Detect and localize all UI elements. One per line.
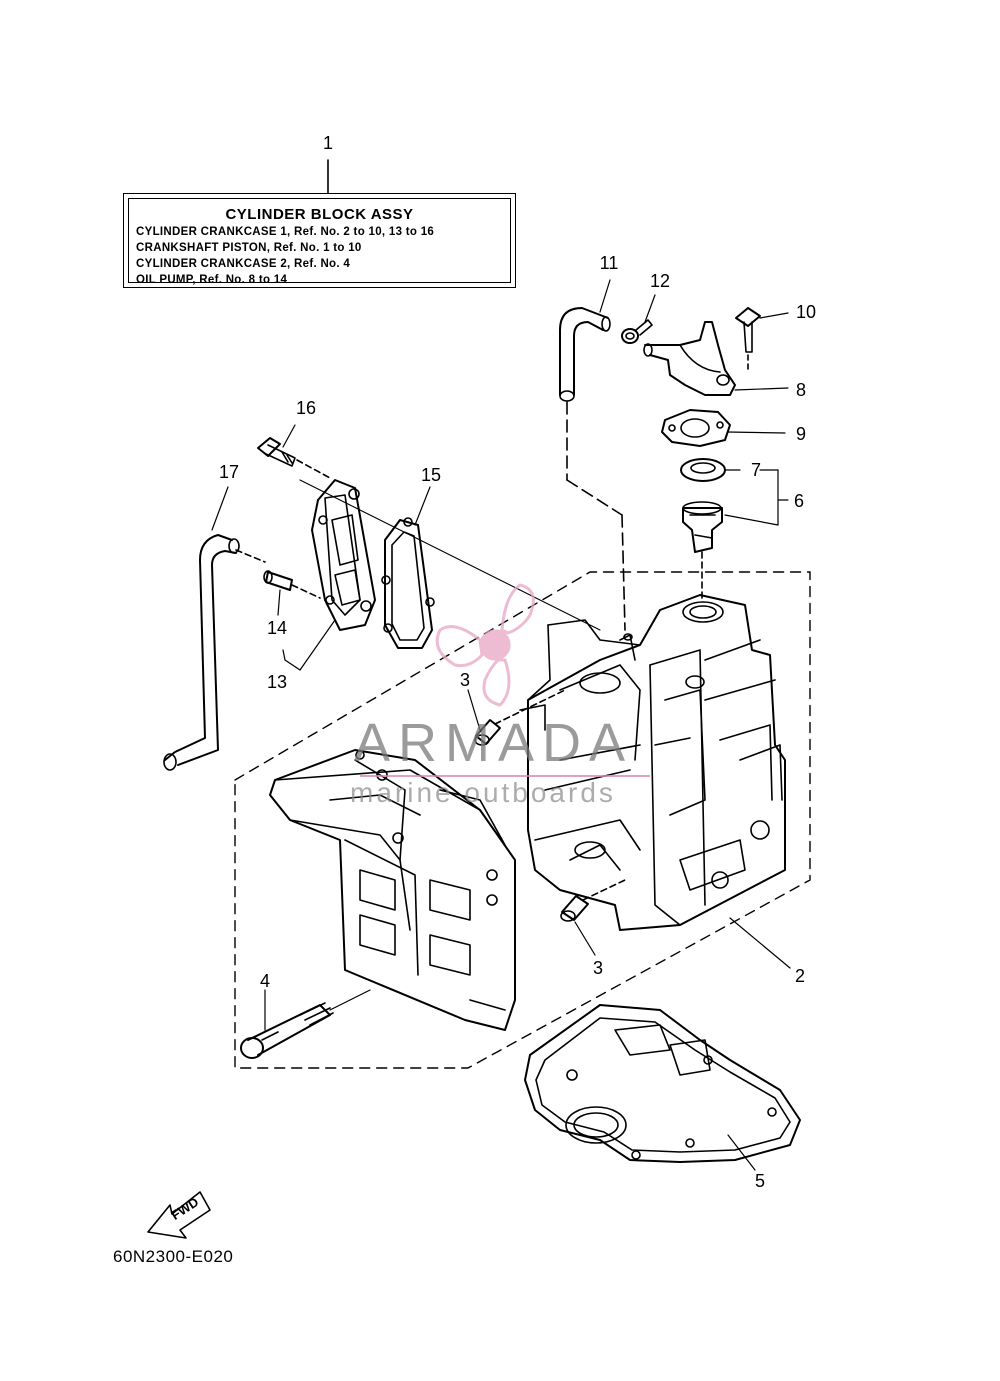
callout-7: 7 [750, 460, 762, 480]
watermark-rule [360, 775, 650, 777]
watermark-title: ARMADA [354, 713, 634, 773]
legend-line: CRANKSHAFT PISTON, Ref. No. 1 to 10 [136, 242, 362, 254]
callout-6: 6 [793, 491, 805, 511]
callout-17: 17 [218, 462, 240, 482]
callout-5: 5 [754, 1171, 766, 1191]
clip-part [621, 294, 656, 344]
callout-12: 12 [649, 271, 671, 291]
callout-13: 13 [266, 672, 288, 692]
watermark-subtitle: marine outboards [350, 777, 616, 808]
callout-9: 9 [795, 424, 807, 444]
bolt-part [240, 989, 371, 1059]
thermostat-seal-part [680, 458, 741, 482]
assembly-dashed-boundary [234, 571, 811, 1069]
cover-gasket-part [661, 409, 786, 447]
callout-16: 16 [295, 398, 317, 418]
legend-box: CYLINDER BLOCK ASSY CYLINDER CRANKCASE 1… [123, 193, 516, 288]
callout-3-lower: 3 [592, 958, 604, 978]
hose-17-part [163, 486, 266, 771]
pin-part [263, 570, 321, 616]
callout-15: 15 [420, 465, 442, 485]
legend-title: CYLINDER BLOCK ASSY [225, 206, 414, 223]
fwd-arrow-icon [147, 1191, 211, 1239]
diagram-reference-code: 60N2300-E020 [113, 1247, 234, 1266]
hose-11-part [559, 279, 626, 631]
legend-line: CYLINDER CRANKCASE 1, Ref. No. 2 to 10, … [136, 226, 435, 238]
legend-inner-frame: CYLINDER BLOCK ASSY CYLINDER CRANKCASE 1… [128, 198, 511, 286]
oil-pump-cover-part [284, 479, 601, 671]
cylinder-block-part [519, 594, 786, 931]
callout-3-upper: 3 [459, 670, 471, 690]
watermark-logo [435, 583, 535, 707]
callout-4: 4 [259, 971, 271, 991]
thermostat-cover-part [643, 321, 789, 396]
legend-line: CYLINDER CRANKCASE 2, Ref. No. 4 [136, 258, 351, 270]
callout-10: 10 [795, 302, 817, 322]
dowel-pin-part [467, 689, 626, 956]
legend-line: OIL PUMP, Ref. No. 8 to 14 [136, 274, 288, 286]
gasket-part [524, 1004, 801, 1163]
bolt-10-part [735, 307, 789, 373]
callout-2: 2 [794, 966, 806, 986]
callout-8: 8 [795, 380, 807, 400]
crankcase-part [269, 749, 516, 1031]
thermostat-part [682, 469, 789, 601]
callout-11: 11 [599, 253, 619, 273]
callout-1: 1 [322, 133, 334, 153]
oil-pump-gasket-part [381, 486, 435, 649]
screw-part [257, 424, 331, 479]
callout-14: 14 [266, 618, 288, 638]
